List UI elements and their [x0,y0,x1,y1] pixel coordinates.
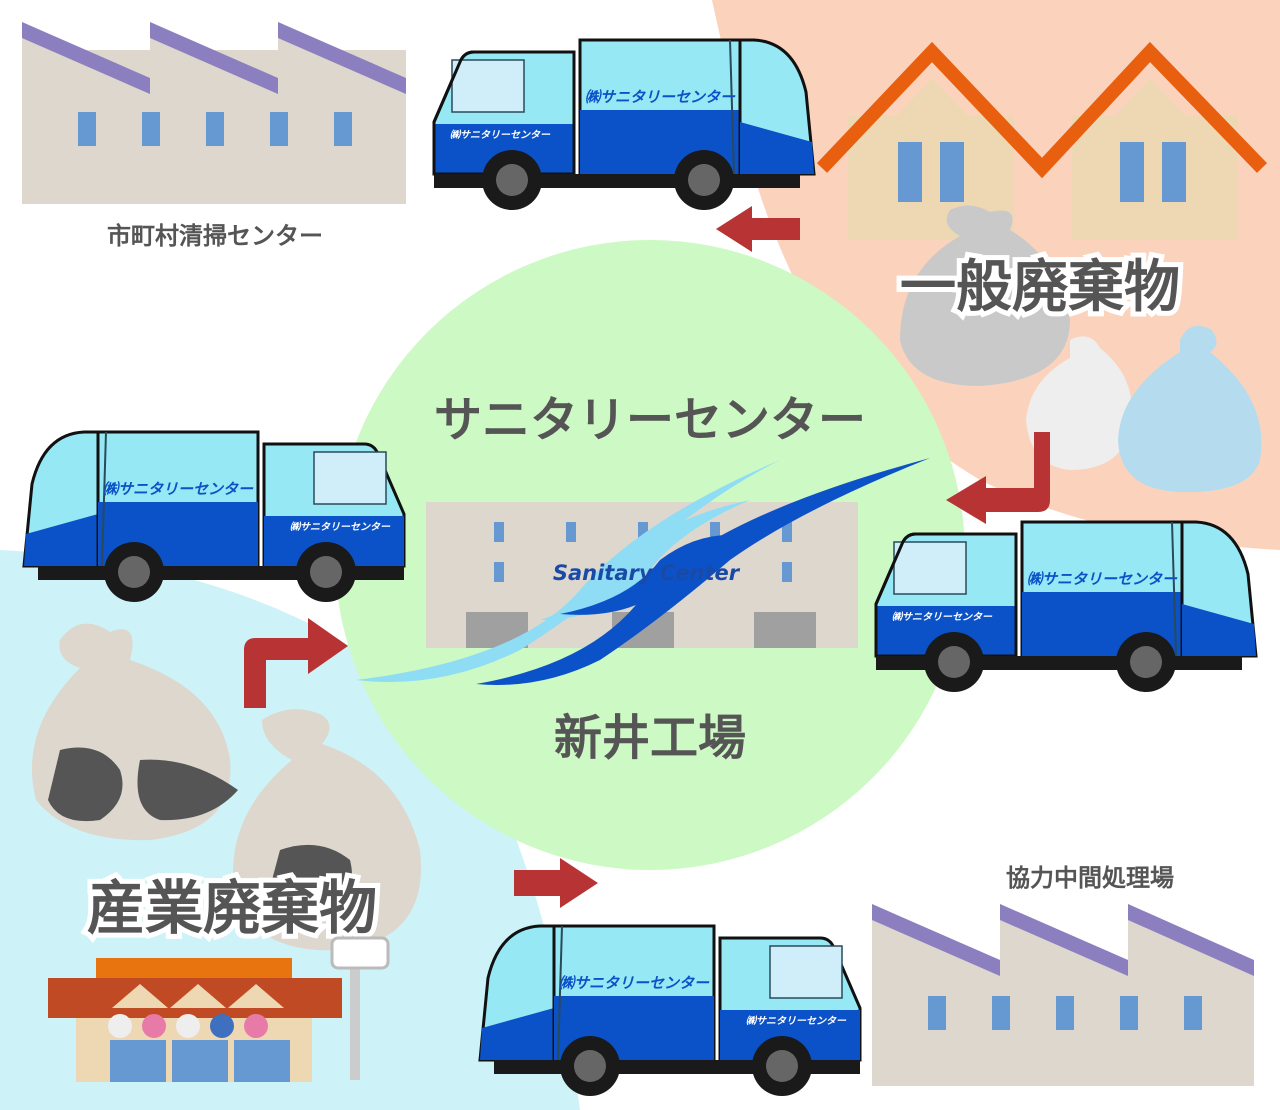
partner-facility-building [872,904,1254,1086]
household-garbage-bags [900,205,1262,493]
partner-facility-label: 協力中間処理場 [1006,864,1174,892]
arrow-icon [244,618,348,708]
arrow-icon [946,432,1050,524]
truck-body-text: ㈱サニタリーセンター [1027,570,1178,588]
truck-body-text: ㈱サニタリーセンター [559,974,710,992]
plant-name-label: 新井工場 [554,710,746,766]
truck-door-text: ㈱サニタリーセンター [746,1015,847,1027]
arrow-icon [514,858,598,908]
sanitary-center-logo: Sanitary Center [356,458,930,685]
municipal-center-building [22,22,406,204]
logo-text: Sanitary Center [553,561,741,585]
truck-top: ㈱サニタリーセンター ㈱サニタリーセンター [432,38,816,212]
truck-body-text: ㈱サニタリーセンター [103,480,254,498]
municipal-center-label: 市町村清掃センター [107,222,323,250]
truck-left: ㈱サニタリーセンター ㈱サニタリーセンター [22,430,406,604]
truck-right: ㈱サニタリーセンター ㈱サニタリーセンター [874,520,1258,694]
industrial-garbage-bags [31,623,421,951]
truck-bottom: ㈱サニタリーセンター ㈱サニタリーセンター [478,924,862,1098]
arrow-icon [716,206,800,252]
general-waste-label: 一般廃棄物 [900,255,1180,320]
truck-door-text: ㈱サニタリーセンター [450,129,551,141]
company-name-label: サニタリーセンター [434,392,866,448]
truck-body-text: ㈱サニタリーセンター [585,88,736,106]
shop-illustration [48,936,390,1082]
truck-door-text: ㈱サニタリーセンター [892,611,993,623]
industrial-waste-label: 産業廃棄物 [87,874,377,942]
truck-door-text: ㈱サニタリーセンター [290,521,391,533]
